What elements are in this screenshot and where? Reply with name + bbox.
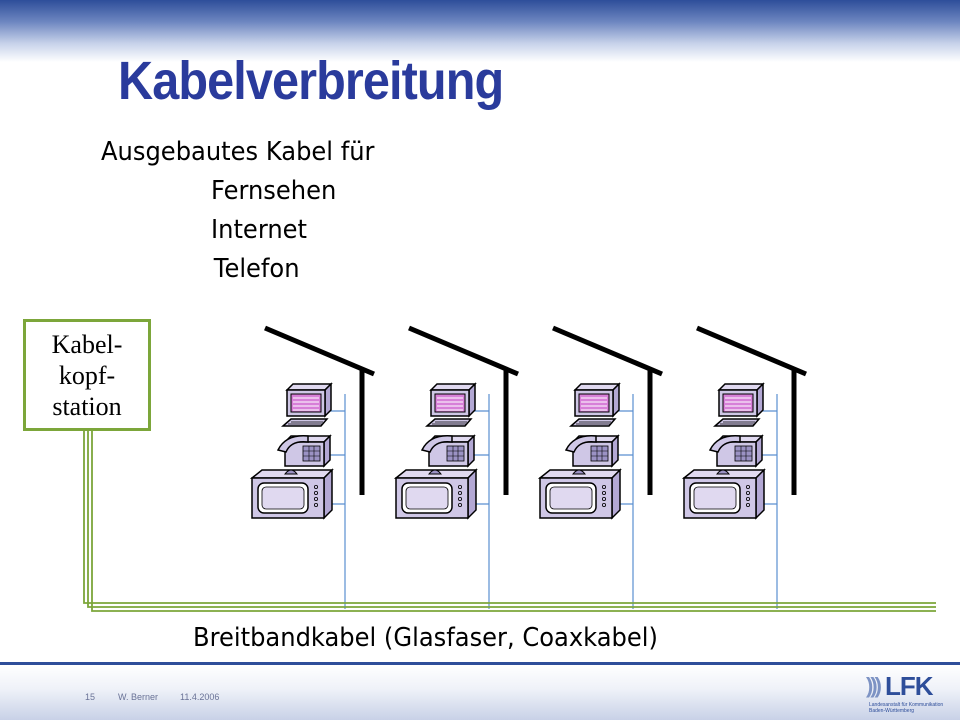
logo-subtitle-2: Baden-Württemberg bbox=[869, 708, 915, 714]
household-2 bbox=[396, 328, 518, 609]
author-name: W. Berner bbox=[118, 692, 159, 702]
broadband-cable bbox=[83, 431, 936, 612]
household-4 bbox=[684, 328, 806, 609]
cable-headend-box: Kabel- kopf- station bbox=[23, 319, 151, 431]
cable-label: Breitbandkabel (Glasfaser, Coaxkabel) bbox=[193, 623, 658, 653]
headend-label: Kabel- kopf- station bbox=[51, 329, 123, 421]
lfk-logo: ))) LFK Landesanstalt für Kommunikation … bbox=[866, 671, 944, 714]
household-3 bbox=[540, 328, 662, 609]
service-item-internet: Internet bbox=[211, 215, 308, 245]
slide-date: 11.4.2006 bbox=[180, 692, 220, 702]
header-band bbox=[0, 0, 960, 62]
footer-band bbox=[0, 665, 960, 720]
service-list: Fernsehen Internet Telefon bbox=[211, 176, 346, 293]
service-item-telefon: Telefon bbox=[213, 254, 300, 284]
household-1 bbox=[252, 328, 374, 609]
logo-text: LFK bbox=[885, 671, 934, 701]
intro-text: Ausgebautes Kabel für bbox=[101, 137, 375, 167]
logo-subtitle-1: Landesanstalt für Kommunikation bbox=[869, 702, 944, 708]
logo-wave-icon: ))) bbox=[866, 673, 882, 698]
footer-rule bbox=[0, 662, 960, 665]
page-number: 15 bbox=[85, 692, 96, 702]
slide-title: Kabelverbreitung bbox=[118, 51, 504, 111]
service-item-fernsehen: Fernsehen bbox=[211, 176, 337, 206]
